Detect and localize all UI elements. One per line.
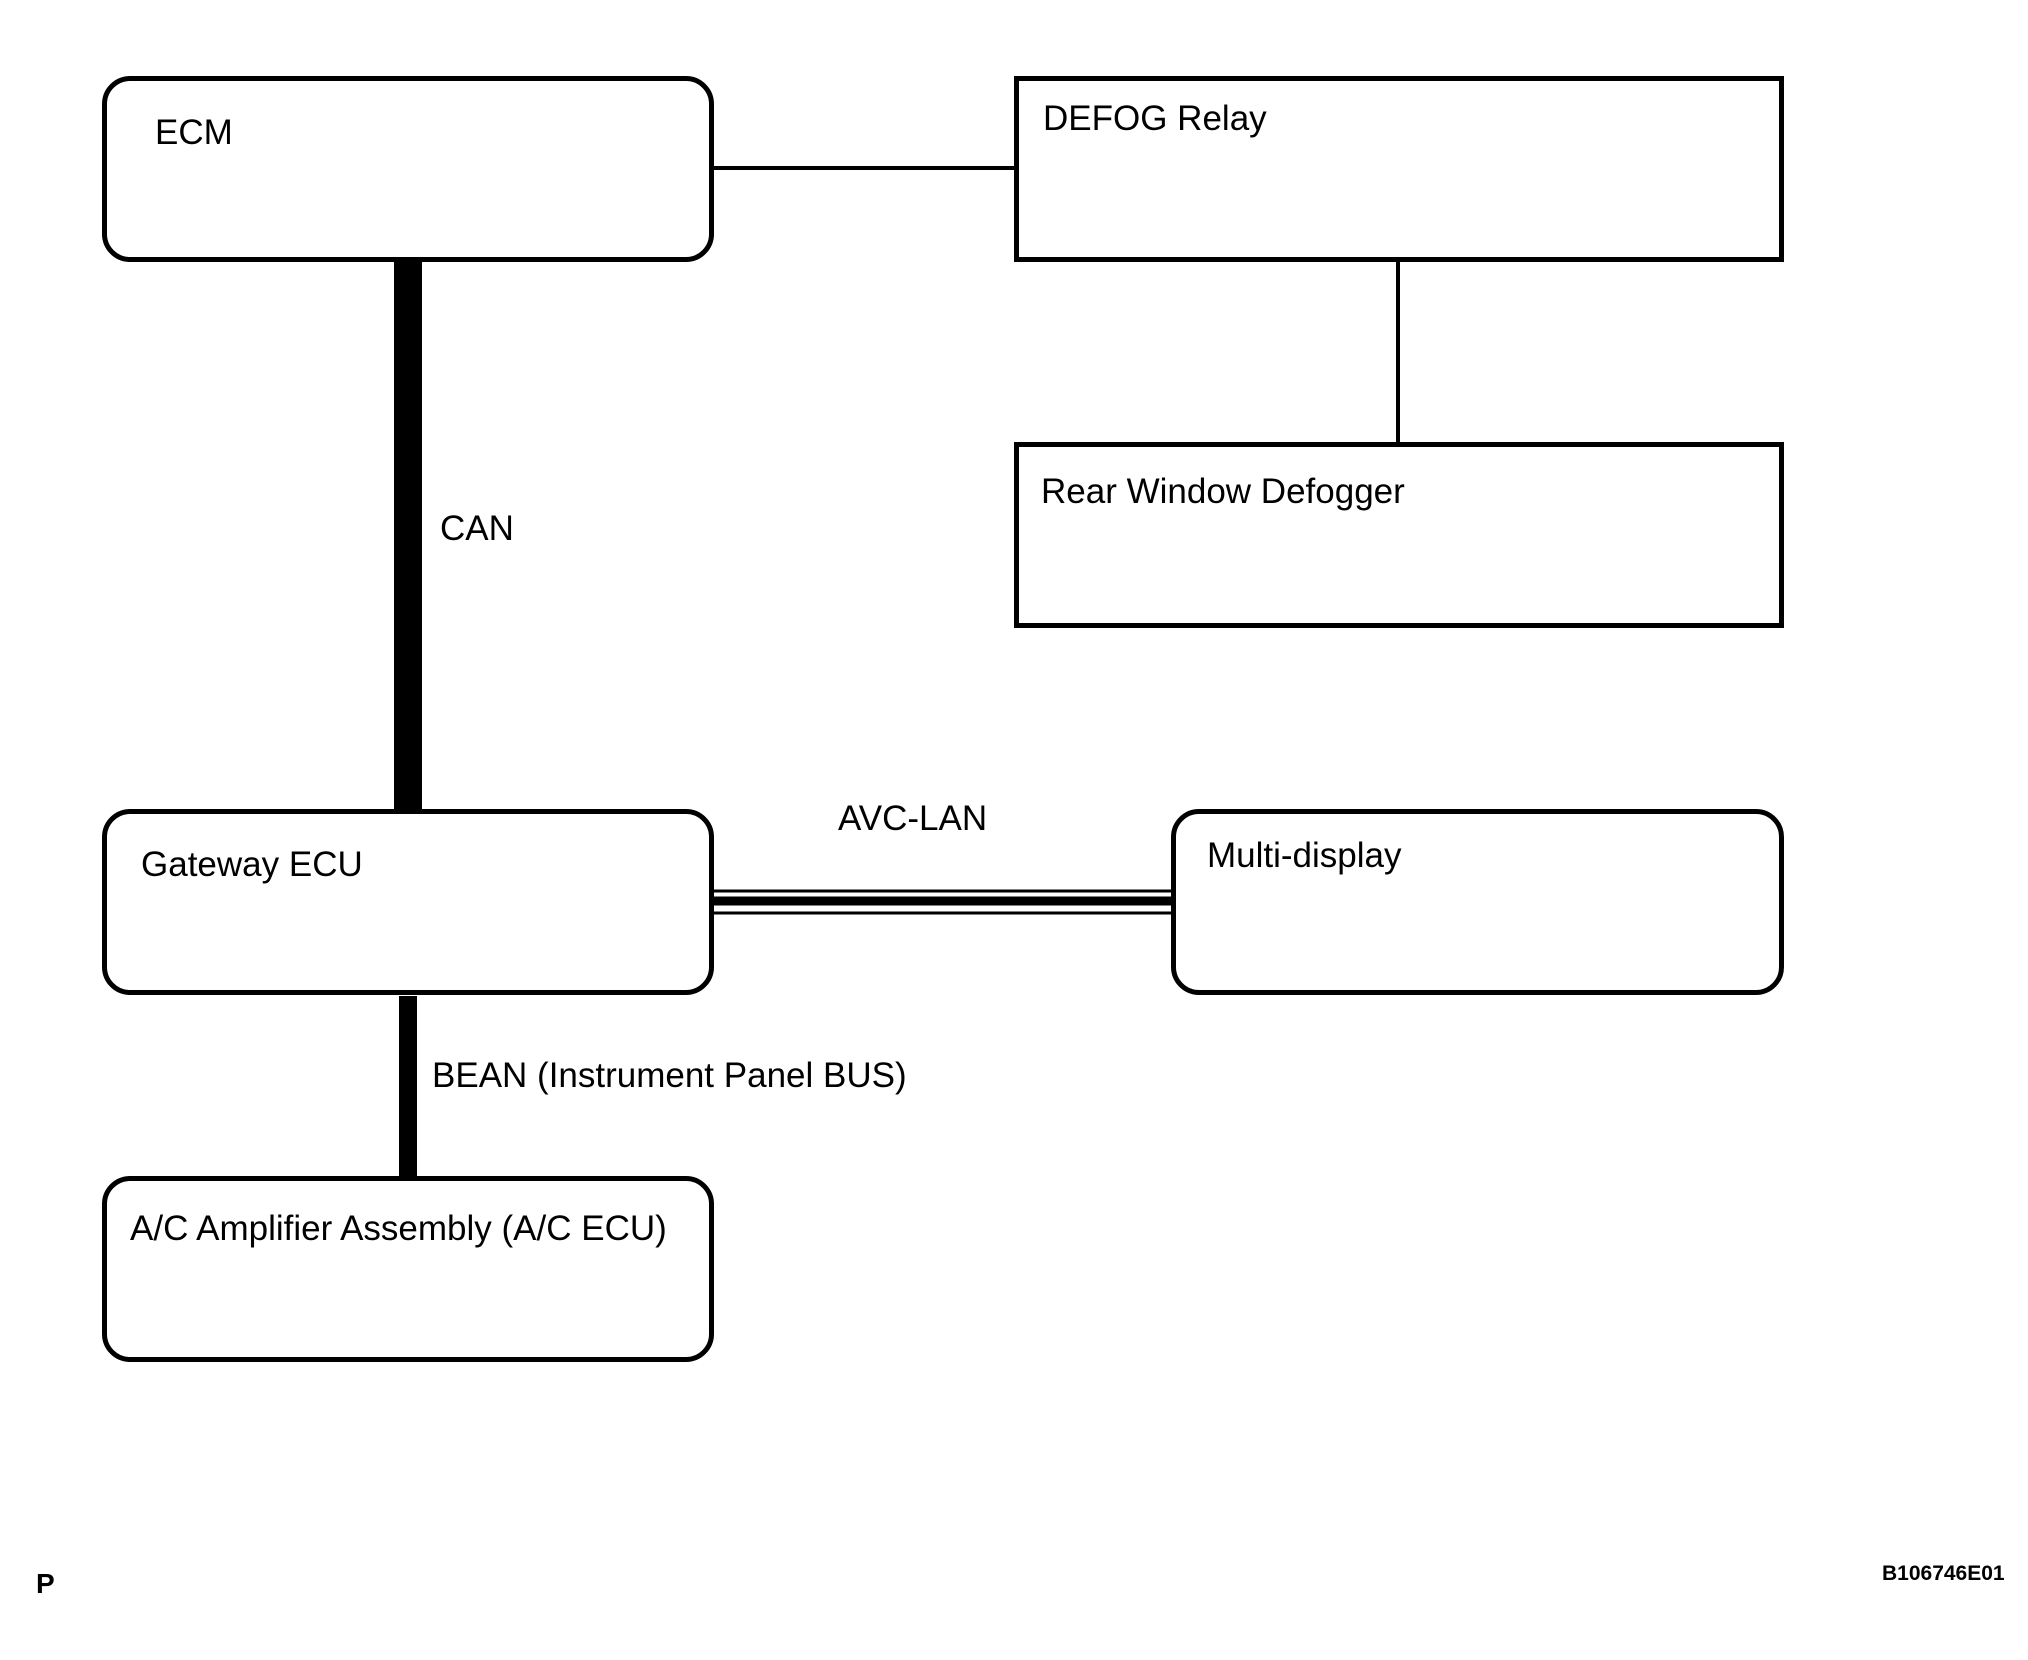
- avc-lan-bus-label: AVC-LAN: [838, 799, 988, 838]
- figure-id-label: B106746E01: [1882, 1562, 2005, 1585]
- rear-window-defogger-label: Rear Window Defogger: [1041, 472, 1405, 511]
- can-bus-label: CAN: [440, 509, 514, 548]
- bean-bus-label: BEAN (Instrument Panel BUS): [432, 1056, 907, 1095]
- multi-display-box: [1171, 809, 1784, 995]
- page-code-label: P: [36, 1568, 55, 1599]
- rear-window-defogger-box: [1014, 442, 1784, 628]
- defog-relay-label: DEFOG Relay: [1043, 99, 1267, 138]
- defog-relay-box: [1014, 76, 1784, 262]
- ecm-box: [102, 76, 714, 262]
- can-bus-line: [394, 262, 422, 812]
- ac-amplifier-label: A/C Amplifier Assembly (A/C ECU): [130, 1209, 667, 1248]
- multi-display-label: Multi-display: [1207, 836, 1402, 875]
- ecm-label: ECM: [155, 113, 233, 152]
- bean-bus-line: [399, 996, 417, 1180]
- ac-amplifier-box: [102, 1176, 714, 1362]
- gateway-ecu-box: [102, 809, 714, 995]
- gateway-ecu-label: Gateway ECU: [141, 845, 363, 884]
